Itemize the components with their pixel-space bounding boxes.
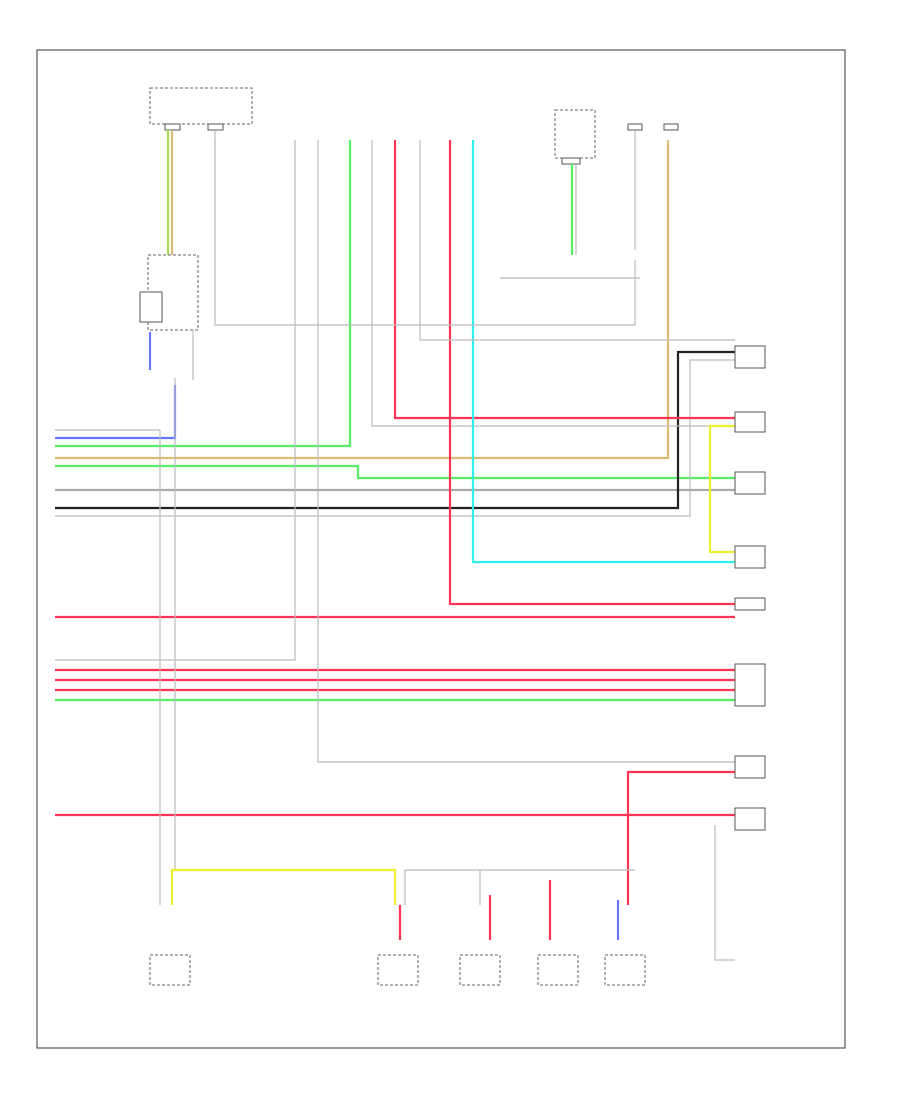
horizontal-wires bbox=[55, 140, 735, 817]
diagram-border bbox=[36, 49, 846, 1049]
upper-right-module bbox=[500, 109, 679, 279]
right-connectors bbox=[714, 345, 766, 961]
bottom-connectors bbox=[149, 868, 646, 986]
upper-left-module bbox=[139, 87, 253, 905]
vertical-wires bbox=[214, 140, 735, 905]
